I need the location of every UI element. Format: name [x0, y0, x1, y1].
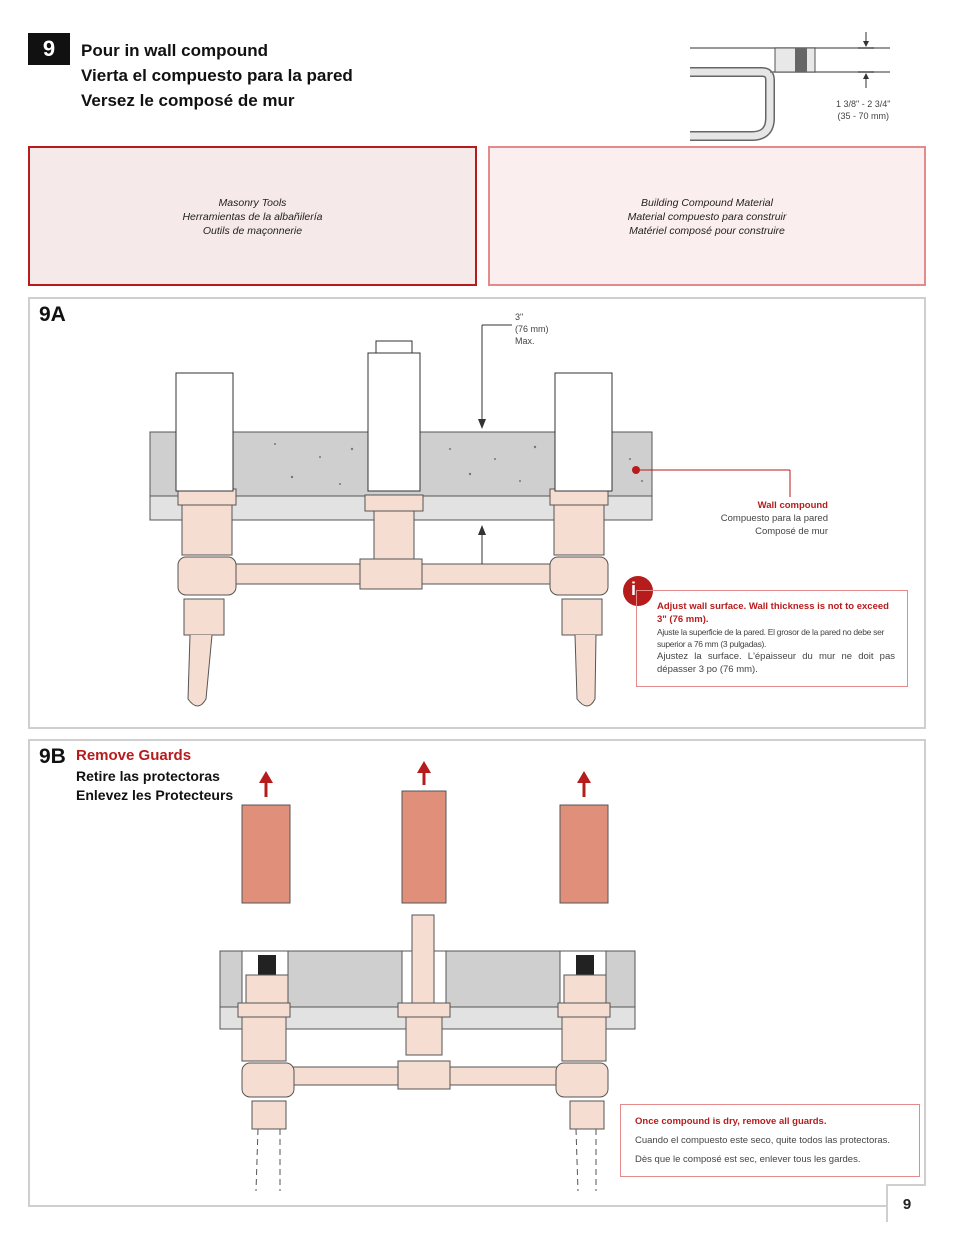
tool-label-en: Masonry Tools [218, 197, 287, 209]
max-word: Max. [515, 336, 535, 346]
note-es: Ajuste la superficie de la pared. El gro… [657, 627, 885, 649]
panel-9a: 9A [28, 297, 926, 729]
note-en: Adjust wall surface. Wall thickness is n… [657, 601, 889, 625]
tool-label-es: Herramientas de la albañilería [182, 211, 323, 223]
masonry-tools-box: Masonry Tools Herramientas de la albañil… [28, 146, 477, 286]
tool-label-es: Material compuesto para construir [627, 211, 787, 223]
remove-guards-es: Retire las protectoras [76, 768, 220, 784]
max-imperial: 3" [515, 312, 524, 322]
tool-label-fr: Outils de maçonnerie [202, 225, 303, 237]
remove-guards-note: Once compound is dry, remove all guards.… [620, 1104, 920, 1177]
note-en: Once compound is dry, remove all guards. [635, 1116, 827, 1127]
wall-thickness-note: Adjust wall surface. Wall thickness is n… [636, 590, 908, 687]
valve-installation-diagram-b [219, 761, 636, 1192]
remove-guards-fr: Enlevez les Protecteurs [76, 787, 234, 803]
step-number-badge: 9 [28, 33, 70, 65]
tool-label-en: Building Compound Material [641, 197, 773, 209]
remove-guards-title: Remove Guards [76, 747, 192, 764]
wall-depth-diagram [690, 32, 890, 141]
compound-material-box: Building Compound Material Material comp… [488, 146, 926, 286]
wall-compound-label: Wall compound Compuesto para la pared Co… [670, 499, 828, 538]
step-title-en: Pour in wall compound [81, 41, 268, 60]
depth-dimension-label: 1 3/8" - 2 3/4" (35 - 70 mm) [836, 98, 890, 122]
panel-9b: 9B Remove Guards Retire las protectoras … [28, 739, 926, 1207]
note-es: Cuando el compuesto este seco, quite tod… [635, 1135, 891, 1146]
depth-imperial: 1 3/8" - 2 3/4" [836, 99, 891, 109]
tool-label-fr: Matériel composé pour construire [629, 225, 785, 237]
wall-compound-en: Wall compound [757, 500, 828, 511]
info-icon: i [631, 579, 637, 599]
step-title-fr: Versez le composé de mur [81, 91, 295, 110]
step-title: Pour in wall compound Vierta el compuest… [81, 38, 353, 113]
panel-9a-label: 9A [39, 303, 66, 326]
valve-installation-diagram-a [149, 324, 791, 707]
page-number: 9 [886, 1184, 926, 1222]
note-fr: Ajustez la surface. L'épaisseur du mur n… [657, 651, 895, 675]
wall-compound-fr: Composé de mur [755, 526, 828, 537]
note-fr: Dès que le composé est sec, enlever tous… [635, 1154, 861, 1165]
max-dimension-label: 3" (76 mm) Max. [515, 311, 549, 347]
depth-metric: (35 - 70 mm) [837, 111, 889, 121]
step-title-es: Vierta el compuesto para la pared [81, 66, 353, 85]
max-metric: (76 mm) [515, 324, 549, 334]
panel-9b-label: 9B [39, 745, 66, 768]
wall-compound-es: Compuesto para la pared [720, 513, 828, 524]
